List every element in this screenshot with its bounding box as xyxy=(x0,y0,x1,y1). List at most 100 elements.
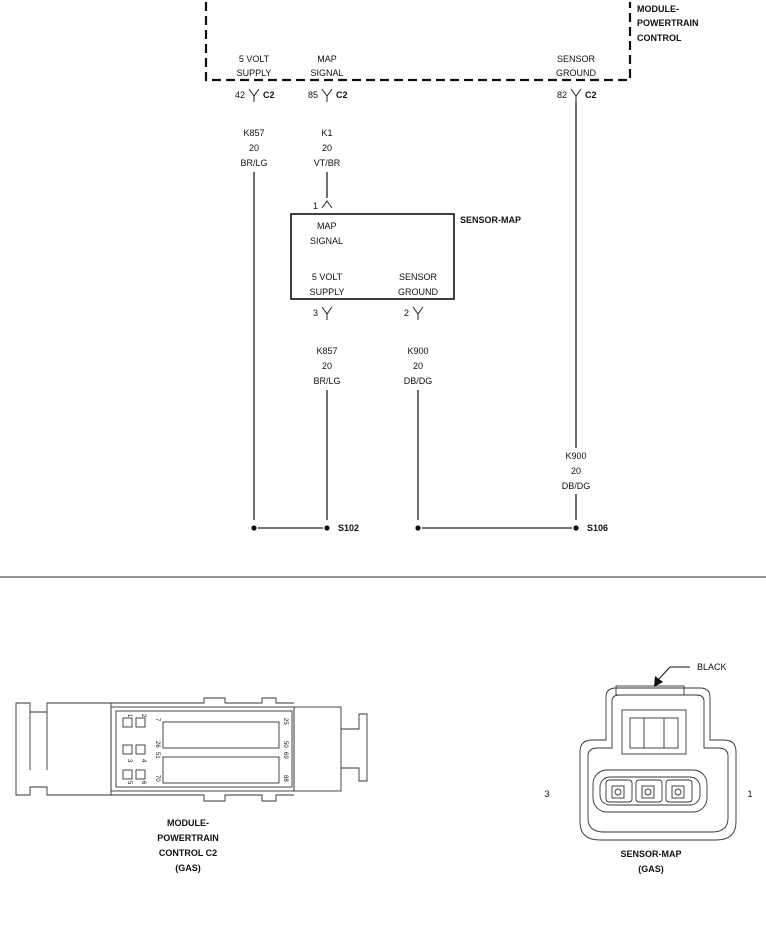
cavity-label: 3 xyxy=(126,759,132,763)
cavity-label: 2 xyxy=(140,714,146,718)
wire-color: DB/DG xyxy=(404,376,433,386)
cavity xyxy=(122,744,133,755)
splice-dot xyxy=(324,525,330,531)
splice-label: S102 xyxy=(338,523,359,533)
sensor-connector-pin-left: 3 xyxy=(544,789,549,799)
sensor-map-box: SENSOR-MAP MAP SIGNAL 5 VOLT SUPPLY SENS… xyxy=(290,213,521,300)
pcm-module: MODULE- POWERTRAIN CONTROL 5 VOLT SUPPLY… xyxy=(204,2,699,82)
splice-dot xyxy=(573,525,579,531)
sensor-signal-label2: SIGNAL xyxy=(310,236,343,246)
pcm-title-line2: POWERTRAIN xyxy=(637,18,699,28)
connector-lock xyxy=(293,706,342,792)
wire-color: BR/LG xyxy=(313,376,340,386)
connector-top-latch xyxy=(615,685,685,696)
terminal-cavity-3 xyxy=(605,779,633,803)
pcm-title-line1: MODULE- xyxy=(637,4,679,14)
pcm-pin42-label2: SUPPLY xyxy=(237,68,272,78)
wire-label-k857-lower: K857 20 BR/LG xyxy=(313,346,340,386)
pcm-c2-connector-view: 1 2 3 4 5 6 7 26 51 70 25 50 69 88 MODUL… xyxy=(15,697,368,873)
sensor-pin-2: 2 xyxy=(404,306,424,320)
wire-gauge: 20 xyxy=(249,143,259,153)
cavity xyxy=(135,717,146,728)
cavity-label: 50 xyxy=(282,741,288,748)
terminal-cavity-1 xyxy=(665,779,693,803)
cavity xyxy=(122,769,133,780)
pcm-pin85-label1: MAP xyxy=(317,54,337,64)
black-callout: BLACK xyxy=(654,662,727,687)
cavity-label: 25 xyxy=(282,718,288,725)
pin-number: 3 xyxy=(313,308,318,318)
sensor-title: SENSOR-MAP xyxy=(460,215,521,225)
connector-body xyxy=(579,687,737,841)
cavity-label: 69 xyxy=(282,752,288,759)
cavity xyxy=(135,744,146,755)
sensor-pin-3: 3 xyxy=(313,306,333,320)
connector-id: C2 xyxy=(585,90,597,100)
cavity-label: 4 xyxy=(140,759,146,763)
wire-gauge: 20 xyxy=(571,466,581,476)
wire-gauge: 20 xyxy=(413,361,423,371)
wire-color: VT/BR xyxy=(314,158,341,168)
splice-s106: S106 xyxy=(415,523,608,533)
sensor-connector-caption-line2: (GAS) xyxy=(638,864,664,874)
cavity xyxy=(135,769,146,780)
cavity xyxy=(122,717,133,728)
splice-dot xyxy=(251,525,257,531)
pcm-pin-82: 82 C2 xyxy=(557,88,597,102)
callout-arrow-icon xyxy=(654,676,663,687)
sensor-supply-label1: 5 VOLT xyxy=(312,272,343,282)
pcm-connector-caption-line1: MODULE- xyxy=(167,818,209,828)
pcm-pin-42: 42 C2 xyxy=(235,88,275,102)
pcm-pin-85: 85 C2 xyxy=(308,88,348,102)
sensor-box-border xyxy=(290,213,455,300)
circuit-id: K900 xyxy=(565,451,586,461)
splice-dot xyxy=(415,525,421,531)
splice-label: S106 xyxy=(587,523,608,533)
pcm-dashed-border xyxy=(204,2,632,82)
wire-label-k1: K1 20 VT/BR xyxy=(314,128,341,168)
pcm-connector-caption-line2: POWERTRAIN xyxy=(157,833,219,843)
pcm-pin82-label1: SENSOR xyxy=(557,54,596,64)
connector-id: C2 xyxy=(336,90,348,100)
wire-gauge: 20 xyxy=(322,143,332,153)
pcm-connector-caption-line4: (GAS) xyxy=(175,863,201,873)
wire-color: DB/DG xyxy=(562,481,591,491)
wire-gauge: 20 xyxy=(322,361,332,371)
pcm-pin82-label2: GROUND xyxy=(556,68,596,78)
sensor-supply-label2: SUPPLY xyxy=(310,287,345,297)
pcm-connector-caption-line3: CONTROL C2 xyxy=(159,848,217,858)
circuit-id: K857 xyxy=(316,346,337,356)
sensor-ground-label2: GROUND xyxy=(398,287,438,297)
sensor-pin-1: 1 xyxy=(313,200,333,211)
sensor-map-connector-view: BLACK 3 1 SENSOR-MAP (GAS) xyxy=(544,662,752,874)
sensor-connector-pin-right: 1 xyxy=(747,789,752,799)
circuit-id: K857 xyxy=(243,128,264,138)
cavity-label: 26 xyxy=(154,741,160,748)
pin-number: 1 xyxy=(313,201,318,211)
cavity-label: 7 xyxy=(154,718,160,722)
circuit-id: K900 xyxy=(407,346,428,356)
pcm-pin42-label1: 5 VOLT xyxy=(239,54,270,64)
pin-number: 42 xyxy=(235,90,245,100)
splice-s102: S102 xyxy=(251,523,359,533)
cavity-label: 5 xyxy=(126,781,132,785)
pin-number: 82 xyxy=(557,90,567,100)
pcm-pin85-label2: SIGNAL xyxy=(310,68,343,78)
cavity-block-lower xyxy=(162,756,280,784)
connector-shell xyxy=(110,706,295,792)
cavity-label: 51 xyxy=(154,752,160,759)
connector-latch-window xyxy=(621,709,687,755)
connector-id: C2 xyxy=(263,90,275,100)
pcm-title-line3: CONTROL xyxy=(637,33,682,43)
sensor-ground-label1: SENSOR xyxy=(399,272,438,282)
cavity-label: 6 xyxy=(140,781,146,785)
circuit-id: K1 xyxy=(321,128,332,138)
pin-number: 85 xyxy=(308,90,318,100)
connector-color-label: BLACK xyxy=(697,662,727,672)
cavity-block-upper xyxy=(162,721,280,749)
wire-color: BR/LG xyxy=(240,158,267,168)
wire-label-k857-upper: K857 20 BR/LG xyxy=(240,128,267,168)
terminal-cavity-2 xyxy=(635,779,663,803)
connector-terminal-housing xyxy=(592,769,708,813)
